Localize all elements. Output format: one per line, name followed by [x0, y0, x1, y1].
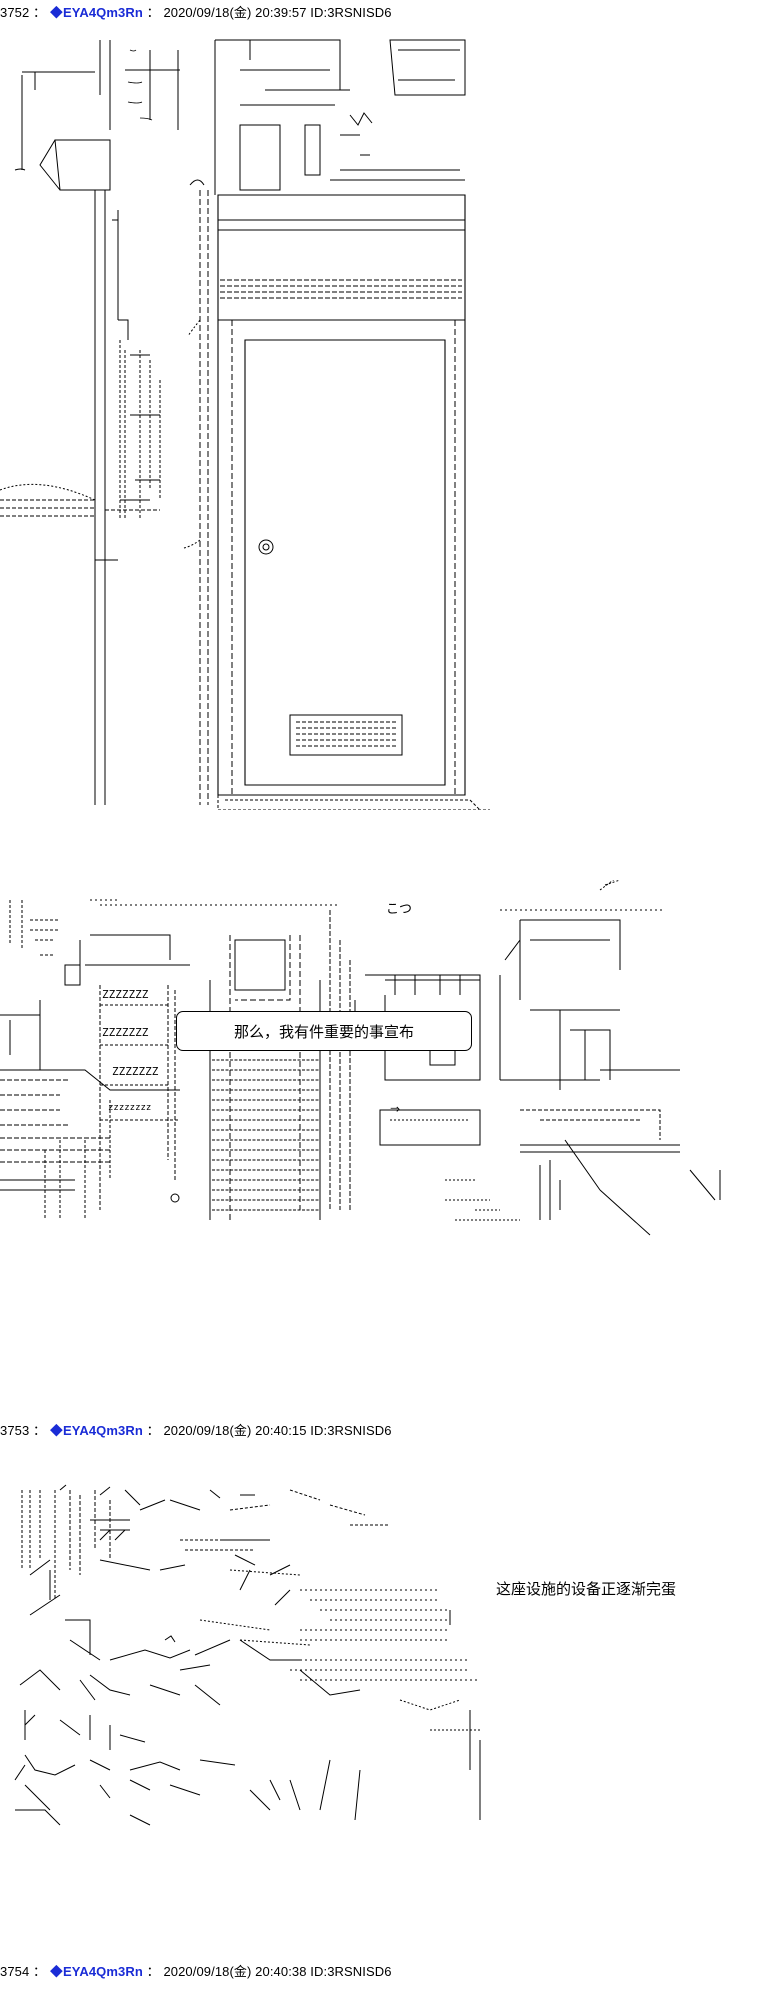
ascii-art-door-street [0, 20, 762, 810]
ascii-art-city-scene: ZZZZZZZ ZZZZZZZ ZZZZZZZ zzzzzzzz ⇒ [0, 880, 762, 1330]
poster-trip-link[interactable]: EYA4Qm3Rn [62, 5, 143, 20]
sfx-text: こつ [386, 902, 413, 917]
post-id: ID:3RSNISD6 [310, 1964, 392, 1979]
zzz-text-3: ZZZZZZZ [112, 1065, 159, 1078]
post-colon: ： [146, 5, 160, 20]
speech-bubble: 那么，我有件重要的事宣布 [176, 1011, 472, 1051]
narration-text: 这座设施的设备正逐渐完蛋 [496, 1580, 677, 1598]
post-id: ID:3RSNISD6 [310, 1423, 392, 1438]
post-date: 2020/09/18(金) 20:40:38 [163, 1964, 307, 1979]
zzz-text-1: ZZZZZZZ [102, 988, 149, 1001]
trip-diamond-icon: ◆ [49, 5, 63, 20]
post-header-3752: 3752 ： ◆EYA4Qm3Rn ： 2020/09/18(金) 20:39:… [0, 2, 392, 21]
post-separator: ： [33, 1423, 47, 1438]
post-separator: ： [33, 5, 47, 20]
post-id: ID:3RSNISD6 [310, 5, 392, 20]
post-header-3753: 3753 ： ◆EYA4Qm3Rn ： 2020/09/18(金) 20:40:… [0, 1420, 392, 1439]
poster-trip-link[interactable]: EYA4Qm3Rn [62, 1423, 143, 1438]
post-header-3754: 3754 ： ◆EYA4Qm3Rn ： 2020/09/18(金) 20:40:… [0, 1961, 392, 1980]
post-colon: ： [146, 1964, 160, 1979]
zzz-text-4: zzzzzzzz [108, 1103, 151, 1113]
post-date: 2020/09/18(金) 20:39:57 [163, 5, 307, 20]
trip-diamond-icon: ◆ [49, 1964, 63, 1979]
zzz-text-2: ZZZZZZZ [102, 1026, 149, 1039]
ascii-art-character [0, 1480, 500, 1850]
post-number: 3752 [0, 5, 30, 20]
post-separator: ： [33, 1964, 47, 1979]
speech-text: 那么，我有件重要的事宣布 [233, 1022, 414, 1041]
poster-trip-link[interactable]: EYA4Qm3Rn [62, 1964, 143, 1979]
arrow-glyph: ⇒ [390, 1102, 400, 1116]
post-number: 3754 [0, 1964, 30, 1979]
trip-diamond-icon: ◆ [49, 1423, 63, 1438]
post-date: 2020/09/18(金) 20:40:15 [163, 1423, 307, 1438]
post-number: 3753 [0, 1423, 30, 1438]
post-colon: ： [146, 1423, 160, 1438]
